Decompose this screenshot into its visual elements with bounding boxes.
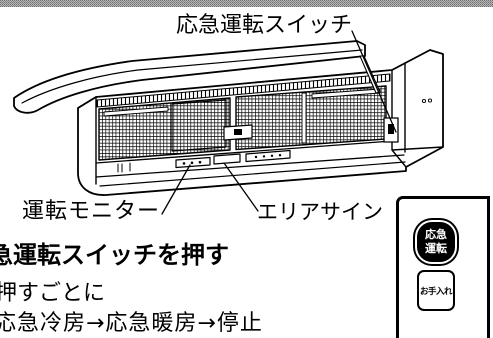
front-bar xyxy=(95,140,405,178)
monitor-lamp xyxy=(182,162,186,165)
right-filter-divider xyxy=(301,92,307,144)
instruction-heading: 急運転スイッチを押す xyxy=(0,241,229,269)
top-texture-band xyxy=(0,0,493,7)
indicator-dot xyxy=(254,155,258,159)
instruction-mode-cycle: 応急冷房→応急暖房→停止 xyxy=(0,311,263,336)
unit-right-end xyxy=(391,62,444,168)
care-button: お手入れ xyxy=(417,270,455,311)
indicator-dot xyxy=(270,154,274,157)
unit-left-end xyxy=(77,96,97,185)
leader-area-sign xyxy=(223,162,259,212)
right-air-filter xyxy=(235,85,387,151)
filter-tab-mark xyxy=(234,129,242,135)
emergency-button-label-line1: 応急 xyxy=(425,228,447,242)
emergency-switch-knob xyxy=(388,124,394,134)
indicator-dot xyxy=(278,154,282,157)
louver xyxy=(99,161,406,187)
indicator-dot xyxy=(262,155,266,158)
emergency-button-label-line2: 運転 xyxy=(425,242,447,255)
instruction-step-note: 押すごとに xyxy=(0,281,106,306)
leader-operation-monitor xyxy=(161,164,191,215)
drain-slots xyxy=(117,162,131,173)
monitor-lamp xyxy=(198,160,202,164)
front-panel-outline xyxy=(13,40,366,114)
callout-area-sign: エリアサイン xyxy=(257,200,383,224)
right-end-mark xyxy=(427,98,433,103)
emergency-operation-button: 応急 運転 xyxy=(417,222,455,262)
leader-lines xyxy=(161,30,397,215)
leader-emergency-switch xyxy=(351,30,397,133)
indoor-unit xyxy=(77,49,444,196)
button-panel-inset: 応急 運転 お手入れ xyxy=(396,196,490,338)
monitor-lamp xyxy=(190,161,194,165)
callout-emergency-switch: 応急運転スイッチ xyxy=(176,13,353,38)
right-end-mark xyxy=(421,98,427,104)
left-filter-frame xyxy=(171,99,227,152)
callout-operation-monitor: 運転モニター xyxy=(22,199,161,224)
indicator-window xyxy=(245,149,291,163)
area-sign-window xyxy=(213,153,241,165)
care-button-label: お手入れ xyxy=(419,286,453,297)
right-filter-top-strip xyxy=(311,88,381,99)
top-grille-slats xyxy=(96,73,391,108)
front-panel-edge xyxy=(21,49,363,104)
left-filter-top-strip xyxy=(103,106,169,117)
